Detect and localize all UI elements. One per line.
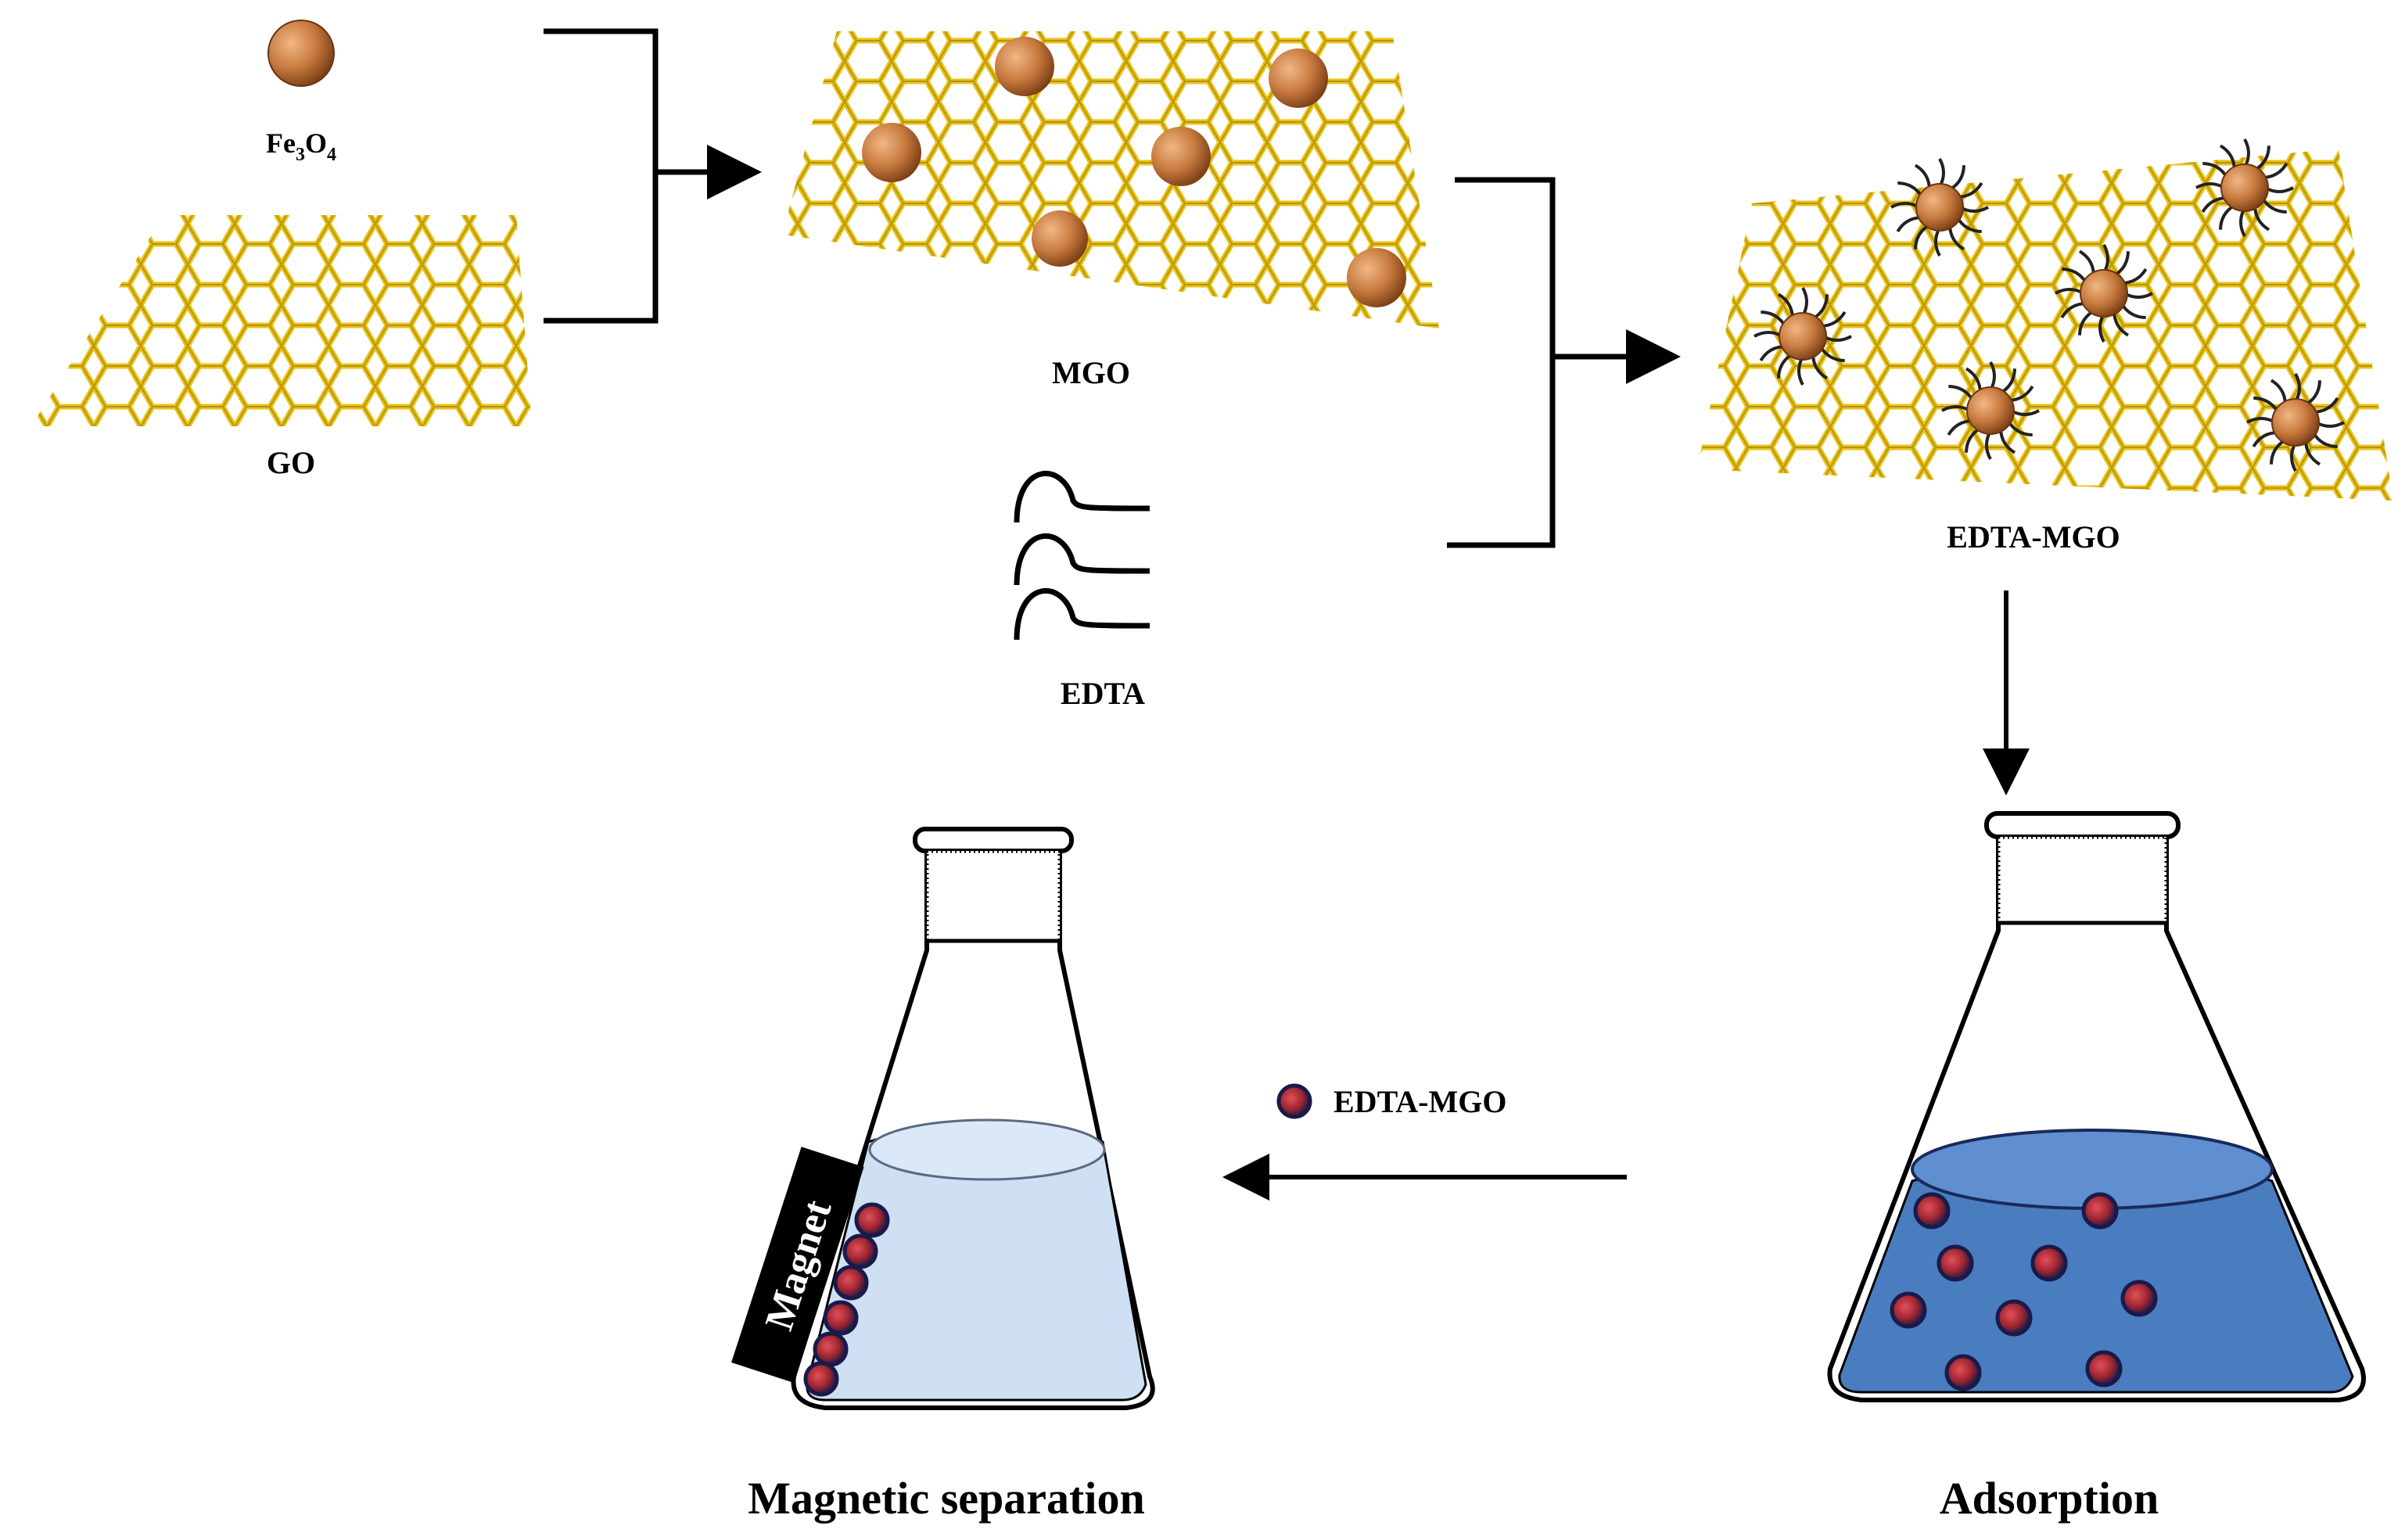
legend-particle-icon	[1276, 1083, 1312, 1119]
mgo-particle	[1151, 127, 1211, 186]
edta-mgo-particle	[1753, 287, 1852, 386]
mgo-label: MGO	[1052, 355, 1130, 390]
fe3o4-label: Fe3O4	[266, 127, 336, 165]
edta-mgo-sheet	[1697, 149, 2393, 501]
edta-mgo-particle	[2055, 244, 2153, 343]
legend-label: EDTA-MGO	[1334, 1084, 1506, 1119]
adsorbed-particle	[1890, 1291, 1927, 1329]
separated-particle	[823, 1300, 859, 1336]
separated-particle	[803, 1361, 839, 1397]
adsorbed-particle	[2030, 1244, 2068, 1282]
magnetic-separation-flask	[791, 827, 1155, 1410]
adsorbed-particle	[1995, 1299, 2033, 1337]
edta-mgo-particle	[2246, 373, 2345, 472]
adsorbed-particle	[1913, 1192, 1951, 1229]
edta-wavy-line-icon	[1014, 470, 1150, 523]
mgo-particle	[1269, 48, 1328, 108]
edta-mgo-particles	[1753, 138, 2345, 472]
separated-particle	[854, 1202, 890, 1238]
combine-arrow-2	[1447, 177, 1681, 548]
mgo-particle	[1032, 210, 1088, 267]
separated-particle	[813, 1331, 849, 1367]
edta-molecules	[1014, 470, 1150, 641]
mgo-particle	[862, 123, 921, 182]
adsorption-particles	[1890, 1192, 2158, 1391]
adsorption-label: Adsorption	[1940, 1473, 2159, 1524]
adsorbed-particle	[2120, 1280, 2158, 1317]
edta-wavy-line-icon	[1014, 533, 1150, 586]
edta-mgo-particle	[1890, 158, 1989, 257]
separated-particle	[842, 1233, 878, 1269]
edta-label: EDTA	[1061, 676, 1145, 711]
edta-mgo-particle	[1941, 361, 2040, 460]
adsorbed-particle	[2081, 1192, 2119, 1229]
edta-mgo-particle	[2195, 138, 2294, 237]
separated-particles	[803, 1202, 890, 1397]
combine-arrow-1	[544, 28, 762, 324]
edta-wavy-line-icon	[1014, 587, 1150, 641]
fe3o4-particle-icon	[267, 20, 335, 87]
mgo-sheet	[782, 31, 1439, 328]
magnetic-separation-label: Magnetic separation	[748, 1473, 1144, 1524]
adsorbed-particle	[2085, 1350, 2123, 1387]
go-label: GO	[267, 445, 315, 480]
adsorbed-particle	[1937, 1244, 1974, 1282]
mgo-particle	[995, 37, 1054, 96]
mgo-particle	[1347, 248, 1406, 307]
edta-mgo-label: EDTA-MGO	[1947, 519, 2120, 555]
adsorbed-particle	[1944, 1354, 1982, 1391]
separated-particle	[833, 1265, 869, 1301]
go-sheet	[31, 215, 532, 426]
